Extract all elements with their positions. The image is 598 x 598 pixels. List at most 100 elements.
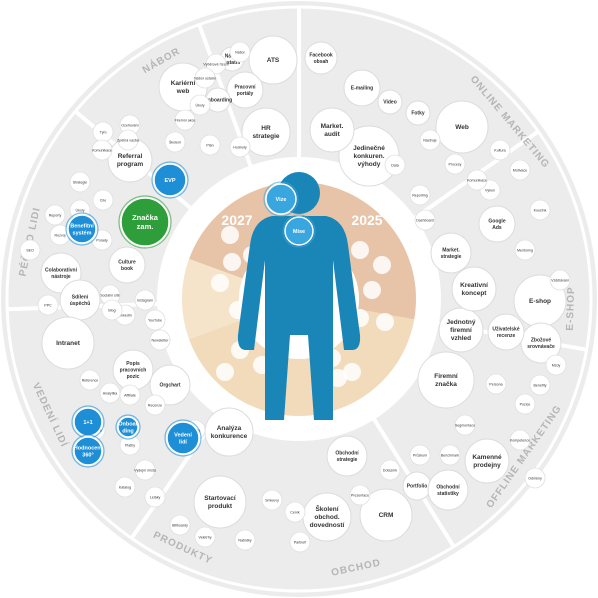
svg-text:Fotky: Fotky <box>411 111 425 117</box>
svg-text:ding: ding <box>122 428 134 434</box>
svg-text:Sdílení: Sdílení <box>72 294 89 300</box>
small-bubble: Instagram <box>134 289 156 311</box>
svg-text:Letáky: Letáky <box>150 496 161 500</box>
svg-text:Nástroje: Nástroje <box>423 139 436 143</box>
bubble-vize: Vize <box>263 181 299 217</box>
svg-text:Nábor ostatní: Nábor ostatní <box>194 77 216 81</box>
svg-text:Reference: Reference <box>82 379 99 383</box>
svg-text:Jednotný: Jednotný <box>447 319 476 326</box>
bubble-portfolio: Portfolio <box>402 471 432 501</box>
svg-text:Benchmark: Benchmark <box>441 454 459 458</box>
svg-text:Ads: Ads <box>492 225 502 231</box>
small-bubble: Dotazník <box>379 459 401 481</box>
svg-text:ATS: ATS <box>267 57 280 64</box>
svg-text:Popis: Popis <box>126 361 140 367</box>
small-bubble: Školení <box>164 131 186 153</box>
svg-text:Video: Video <box>383 100 397 106</box>
year-bottom: 2026 <box>283 343 314 359</box>
svg-text:Zpětná vazba: Zpětná vazba <box>117 139 139 143</box>
svg-text:prodejny: prodejny <box>473 462 501 469</box>
svg-text:Orgchart: Orgchart <box>159 383 180 389</box>
small-bubble: Newsletter <box>149 329 171 351</box>
svg-text:Kompetence: Kompetence <box>510 439 530 443</box>
bubble-fotky: Fotky <box>405 100 431 126</box>
svg-text:audit: audit <box>324 131 340 138</box>
small-bubble: Smlouvy <box>261 489 283 511</box>
svg-text:Google: Google <box>488 218 505 224</box>
svg-text:Kultura: Kultura <box>494 149 505 153</box>
bubble-evp: EVP <box>151 161 189 199</box>
svg-text:Analytika: Analytika <box>103 392 118 396</box>
svg-text:Smlouvy: Smlouvy <box>265 499 279 503</box>
svg-text:Rozvoj: Rozvoj <box>55 234 66 238</box>
small-bubble: Komunikace <box>466 169 488 191</box>
svg-text:Průzkum: Průzkum <box>413 454 427 458</box>
svg-text:Komunikace: Komunikace <box>92 149 112 153</box>
small-bubble: Nábor <box>229 41 251 63</box>
small-bubble: PPC <box>37 294 59 316</box>
small-bubble: Reporty <box>44 204 66 226</box>
small-bubble: Rozvoj <box>49 224 71 246</box>
inner-bubble <box>363 281 381 299</box>
small-bubble: Prezentace <box>349 484 371 506</box>
svg-text:1+1: 1+1 <box>83 420 92 426</box>
small-bubble: Průzkum <box>409 444 431 466</box>
svg-text:obchod.: obchod. <box>314 514 339 521</box>
bubble-onboarding-b: Onboarding <box>115 414 141 440</box>
svg-text:Výkon: Výkon <box>485 189 495 193</box>
svg-text:konkuren.: konkuren. <box>353 153 384 160</box>
small-bubble: Procesy <box>444 153 466 175</box>
svg-text:Segmentace: Segmentace <box>455 424 475 428</box>
svg-text:zam.: zam. <box>137 222 154 231</box>
svg-text:E-shop: E-shop <box>529 298 551 305</box>
small-bubble: Tým <box>92 121 114 143</box>
small-bubble: Blog <box>101 299 123 321</box>
svg-text:program: program <box>117 161 144 168</box>
svg-text:pozic: pozic <box>127 374 140 380</box>
svg-text:Nabídky: Nabídky <box>238 539 251 543</box>
small-bubble: Billboardy <box>169 514 191 536</box>
small-bubble: Pozice <box>514 393 536 415</box>
svg-text:Market.: Market. <box>321 123 344 130</box>
small-bubble: Mentoring <box>514 239 536 261</box>
inner-bubble <box>221 226 239 244</box>
svg-text:Zbožové: Zbožové <box>531 337 551 343</box>
bubble-mise: Mise <box>282 214 316 248</box>
small-bubble: Kompetence <box>509 429 531 451</box>
svg-text:Web: Web <box>455 124 469 131</box>
svg-text:Mentoring: Mentoring <box>517 249 533 253</box>
svg-text:Značka: Značka <box>132 213 159 222</box>
bubble-layer: ATSKariérníwebPracovníportályHRstrategie… <box>19 35 571 553</box>
svg-text:Affiliate: Affiliate <box>124 394 136 398</box>
svg-text:Persona: Persona <box>489 383 502 387</box>
small-bubble: Affiliate <box>119 384 141 406</box>
small-bubble: Výběrové řízení <box>203 53 229 75</box>
svg-text:Prezentace: Prezentace <box>351 494 369 498</box>
segment-label-e_shop: E-SHOP <box>565 286 578 331</box>
svg-text:statistiky: statistiky <box>437 491 459 497</box>
bubble-vedeni-1-1: 1+1 <box>71 405 105 439</box>
small-bubble: Letáky <box>144 486 166 508</box>
svg-text:Motivace: Motivace <box>513 169 527 173</box>
svg-text:Pracovní: Pracovní <box>234 84 256 90</box>
svg-text:Firemní: Firemní <box>434 373 458 380</box>
svg-text:Nábor: Nábor <box>235 51 246 55</box>
svg-text:Billboardy: Billboardy <box>172 524 188 528</box>
small-bubble: Reporting <box>409 184 431 206</box>
small-bubble: Reference <box>79 369 101 391</box>
svg-text:Benefity: Benefity <box>534 384 547 388</box>
svg-text:Kreativní: Kreativní <box>460 282 488 289</box>
svg-text:Uživatelské: Uživatelské <box>492 326 519 332</box>
small-bubble: SEO <box>19 239 41 261</box>
